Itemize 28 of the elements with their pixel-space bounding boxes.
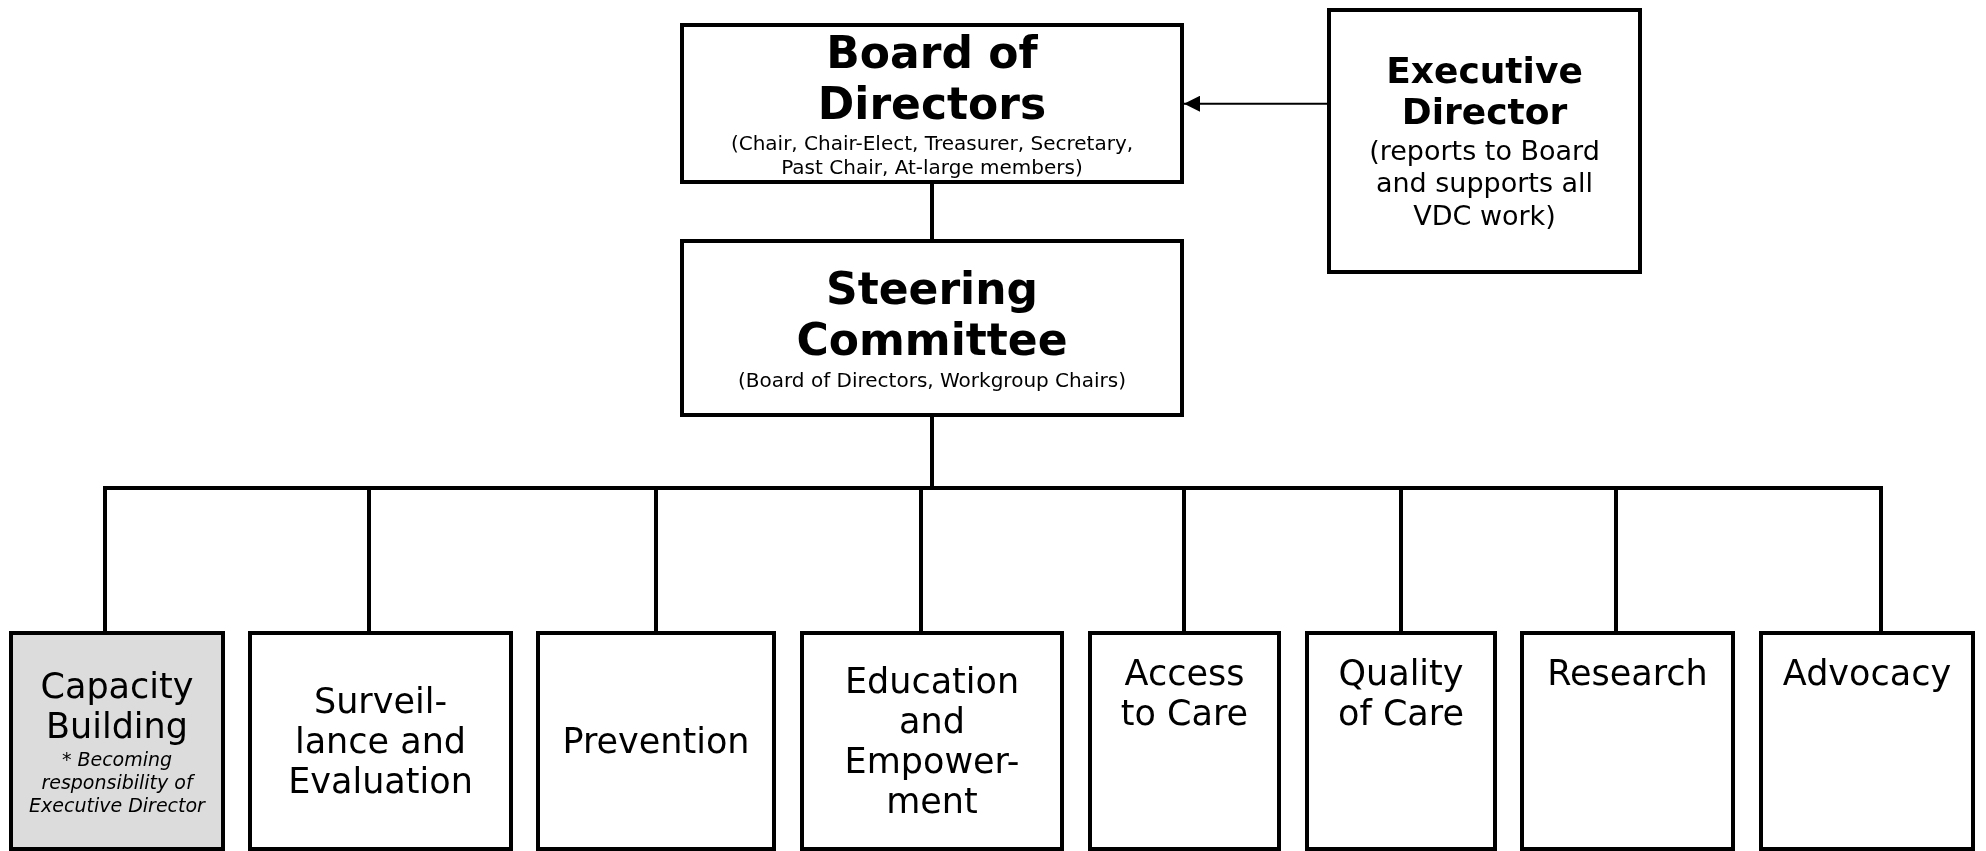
shaded-box: [9, 631, 225, 851]
box-title: Capacity Building: [39, 665, 195, 747]
org-box: [1520, 631, 1735, 851]
org-box: [536, 631, 776, 851]
box-title: Research: [1547, 653, 1708, 694]
box-title: Executive Director: [1385, 50, 1584, 133]
org-box: [1305, 631, 1497, 851]
org-box: [680, 239, 1184, 417]
box-title: Access to Care: [1119, 653, 1250, 734]
footnote: * Becoming responsibility of Executive Director: [28, 748, 207, 817]
org-box: [680, 23, 1184, 184]
box-subtitle: (Board of Directors, Workgroup Chairs): [737, 367, 1126, 392]
box-title: Education and Empower- ment: [843, 660, 1021, 822]
connector-line: [930, 184, 934, 239]
arrow: [1183, 95, 1328, 112]
box-subtitle: (Chair, Chair-Elect, Treasurer, Secretary, Past Chair, At-large members): [729, 131, 1135, 180]
org-box: [248, 631, 513, 851]
org-box: [1088, 631, 1281, 851]
box-title: Prevention: [562, 720, 750, 762]
box-title: Quality of Care: [1337, 653, 1465, 734]
box-subtitle: (reports to Board and supports all VDC work): [1368, 134, 1601, 232]
org-box: [1327, 8, 1642, 274]
org-box: [800, 631, 1064, 851]
box-title: Surveil- lance and Evaluation: [287, 680, 474, 802]
org-box: [1759, 631, 1975, 851]
box-title: Board of Directors: [816, 27, 1048, 130]
box-title: Steering Committee: [795, 264, 1069, 366]
box-title: Advocacy: [1782, 653, 1952, 694]
